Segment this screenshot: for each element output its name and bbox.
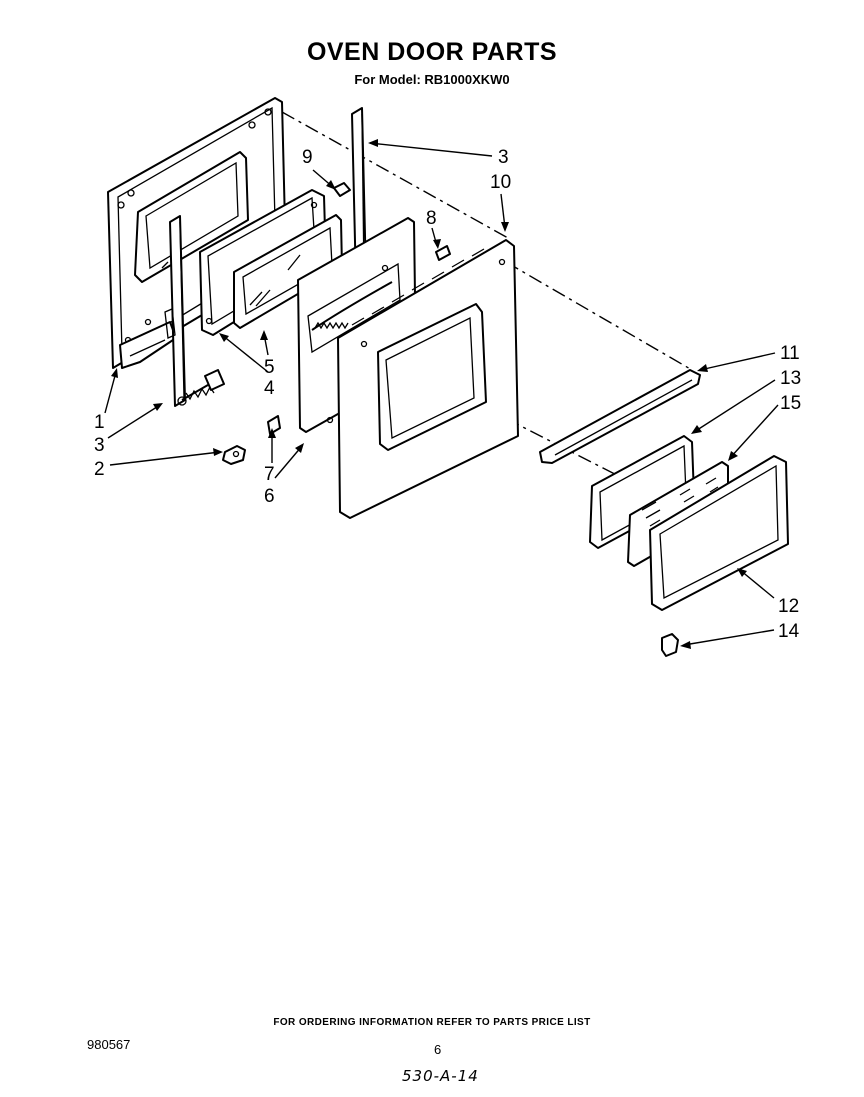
callout-5: 5 <box>264 357 275 378</box>
hinge-channel-left <box>164 215 186 407</box>
callout-12: 12 <box>778 596 799 617</box>
model-subtitle: For Model: RB1000XKW0 <box>354 72 510 87</box>
clip-part-8 <box>435 245 451 261</box>
hinge-spring <box>177 369 225 406</box>
callout-8: 8 <box>426 208 437 229</box>
callout-13: 13 <box>780 368 801 389</box>
callout-4: 4 <box>264 378 275 399</box>
callout-1: 1 <box>94 412 105 433</box>
callout-3-right: 3 <box>498 147 509 168</box>
alignment-line-right <box>505 261 693 371</box>
clip-part-7 <box>267 415 281 435</box>
handwritten-code: 530-A-14 <box>402 1067 479 1085</box>
leader-lines <box>104 139 779 649</box>
door-clip-part <box>222 445 246 465</box>
callout-9: 9 <box>302 147 313 168</box>
callout-11: 11 <box>780 343 800 364</box>
callout-10: 10 <box>490 172 511 193</box>
clip-part-14 <box>661 633 679 657</box>
callout-7: 7 <box>264 464 275 485</box>
callout-3-left: 3 <box>94 435 105 456</box>
callout-2: 2 <box>94 459 105 480</box>
callout-15: 15 <box>780 393 801 414</box>
document-number: 980567 <box>87 1037 131 1052</box>
ordering-note: FOR ORDERING INFORMATION REFER TO PARTS … <box>273 1017 591 1028</box>
callout-6: 6 <box>264 486 275 507</box>
bracket-part-9 <box>333 182 351 197</box>
door-handle-part <box>539 369 701 464</box>
page-title: OVEN DOOR PARTS <box>306 38 558 66</box>
outer-door-panel-part <box>337 239 519 519</box>
page-number: 6 <box>434 1042 442 1057</box>
alignment-line-top <box>281 111 509 239</box>
callout-14: 14 <box>778 621 800 642</box>
door-liner-part <box>107 97 287 369</box>
window-trim-part-12 <box>649 455 789 611</box>
